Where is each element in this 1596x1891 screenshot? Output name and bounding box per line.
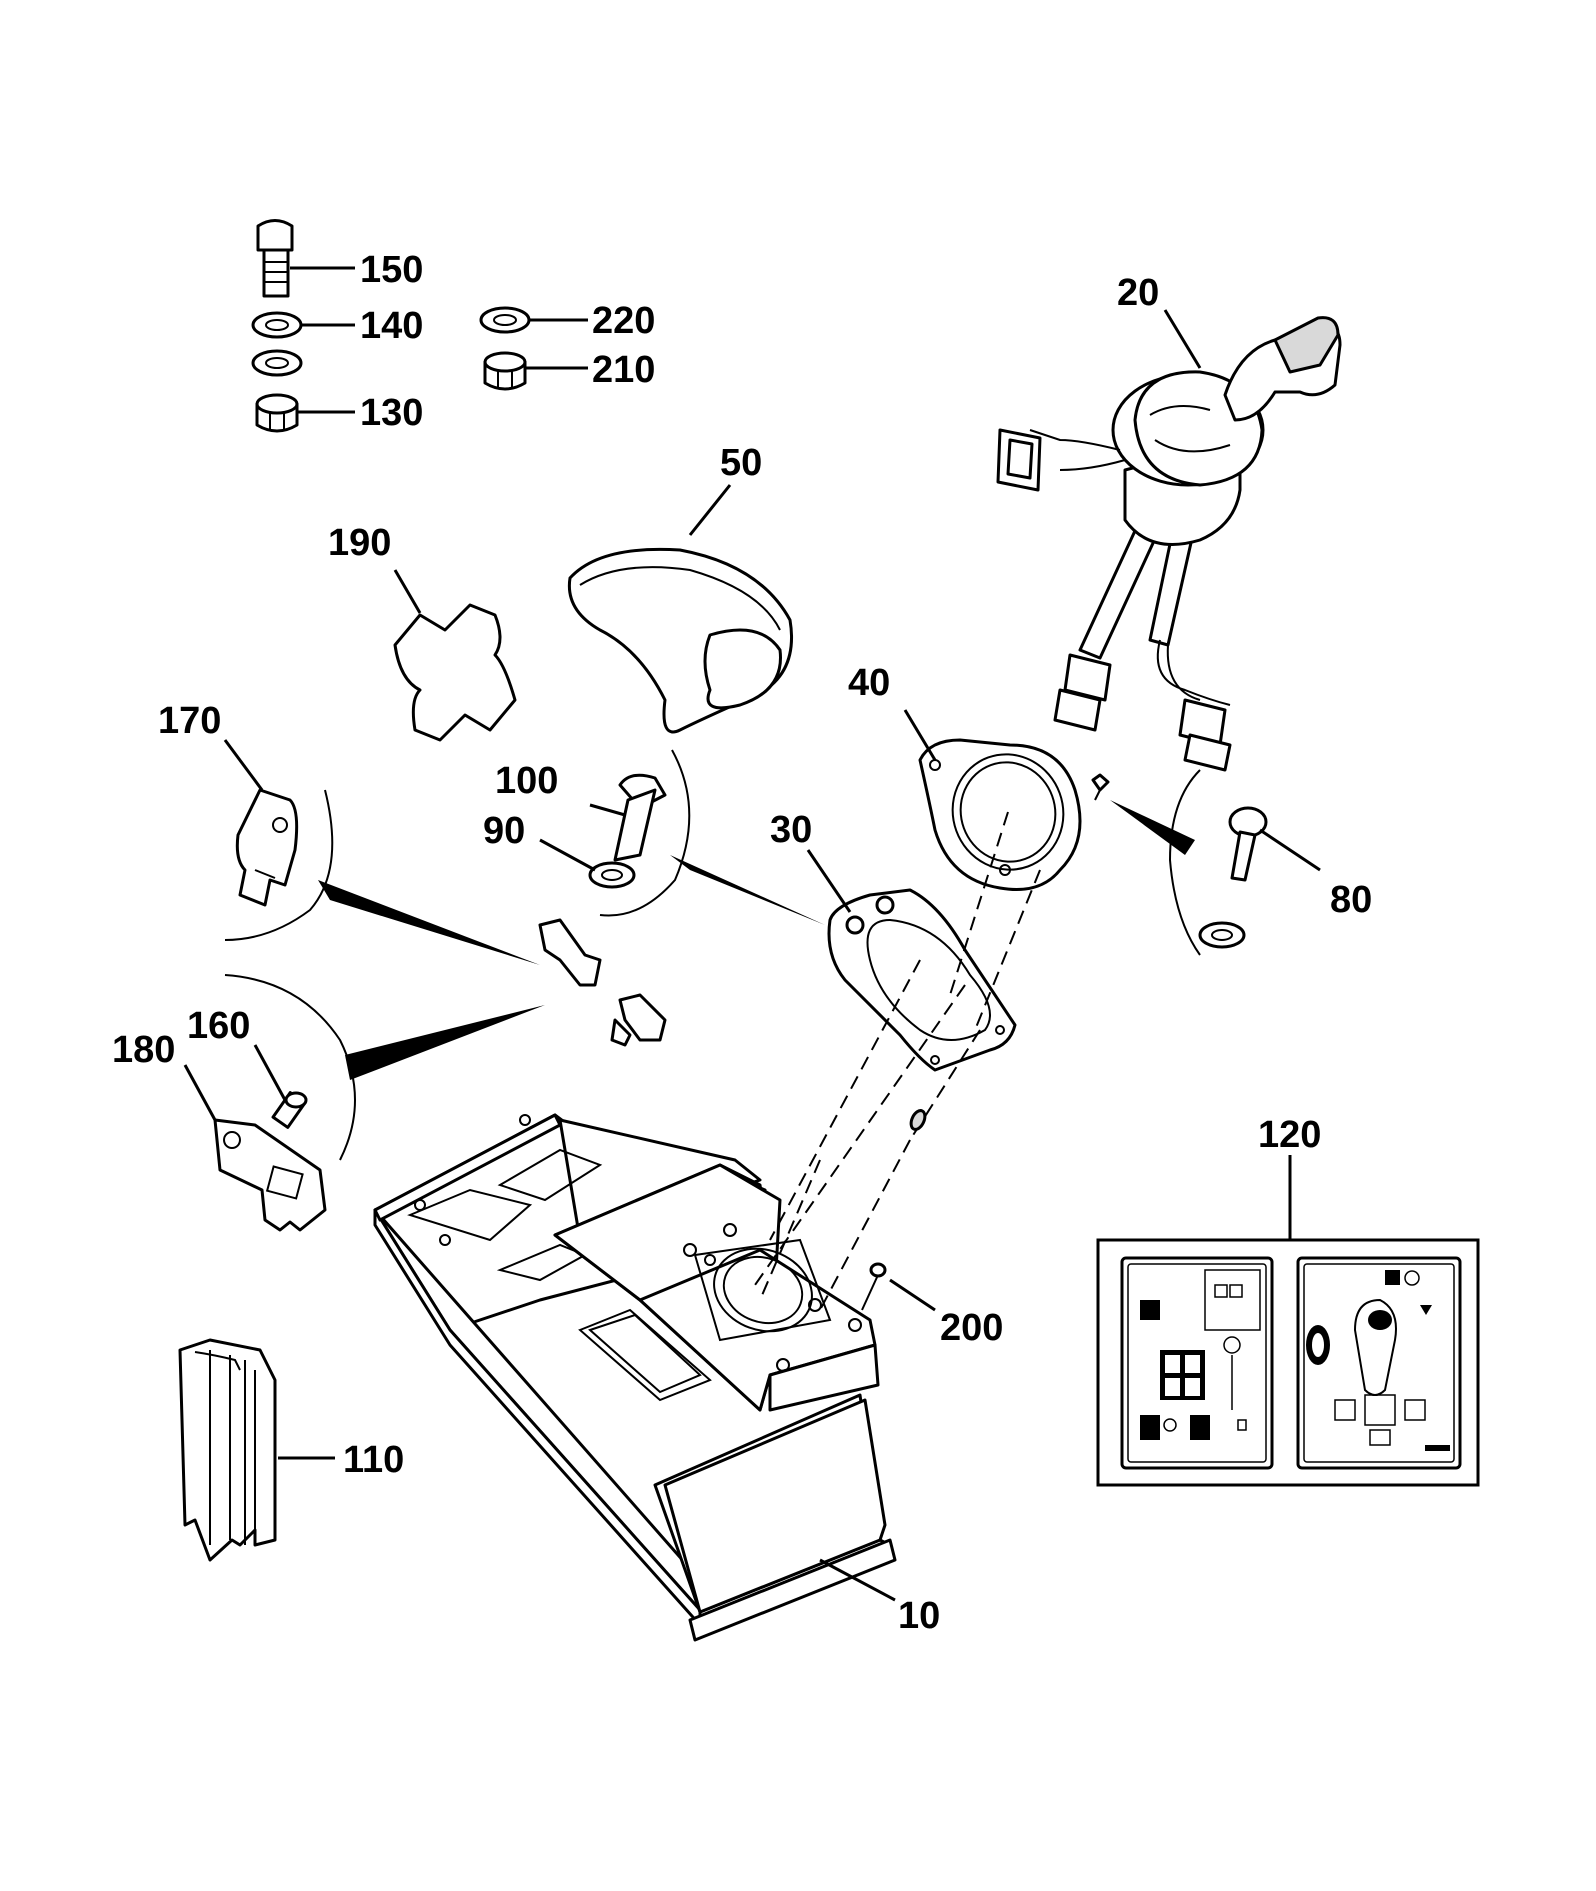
callout-30: 30 <box>770 809 812 851</box>
callout-130: 130 <box>360 392 423 434</box>
zoom-bubble-100-90 <box>599 749 825 925</box>
callout-110: 110 <box>343 1439 404 1481</box>
trim-strip-110 <box>178 1338 335 1562</box>
ring-40 <box>903 709 1082 892</box>
bracket-170 <box>223 739 299 907</box>
callout-10: 10 <box>898 1595 940 1637</box>
callout-180: 180 <box>112 1029 175 1071</box>
zoom-bubble-170 <box>224 789 540 965</box>
clip-small-1 <box>538 918 667 1047</box>
callout-190: 190 <box>328 522 391 564</box>
callout-labels: 150 140 130 220 210 20 50 190 40 170 100… <box>112 249 1372 1637</box>
bracket-180 <box>183 1064 327 1232</box>
callout-50: 50 <box>720 442 762 484</box>
callout-20: 20 <box>1117 272 1159 314</box>
screw-80 <box>1198 806 1321 949</box>
decal-120 <box>1096 1155 1480 1487</box>
assembly-lines <box>754 811 1041 1311</box>
callout-80: 80 <box>1330 879 1372 921</box>
bolt-150 <box>256 219 355 298</box>
callout-150: 150 <box>360 249 423 291</box>
callout-100: 100 <box>495 760 558 802</box>
callout-210: 210 <box>592 349 655 391</box>
cover-50 <box>567 484 793 734</box>
nut-210 <box>483 351 588 391</box>
fastener-200 <box>861 1262 936 1312</box>
gasket-190 <box>393 569 517 742</box>
nut-130 <box>255 393 355 433</box>
zoom-bubble-180 <box>224 974 545 1161</box>
callout-170: 170 <box>158 700 221 742</box>
callout-40: 40 <box>848 662 890 704</box>
spring-pin <box>909 1109 927 1131</box>
callout-120: 120 <box>1258 1114 1321 1156</box>
callout-200: 200 <box>940 1307 1003 1349</box>
callout-160: 160 <box>187 1005 250 1047</box>
callout-220: 220 <box>592 300 655 342</box>
bolt-100 <box>589 773 667 862</box>
washer-140b <box>251 349 303 377</box>
washer-140 <box>251 311 355 339</box>
pin-160 <box>253 1044 308 1129</box>
console-10 <box>373 1113 897 1642</box>
callout-90: 90 <box>483 810 525 852</box>
joystick-20 <box>996 309 1342 772</box>
callout-140: 140 <box>360 305 423 347</box>
zoom-bubble-80 <box>1091 769 1201 956</box>
washer-220 <box>479 306 588 334</box>
plate-30 <box>806 849 1017 1072</box>
washer-90 <box>539 838 636 889</box>
